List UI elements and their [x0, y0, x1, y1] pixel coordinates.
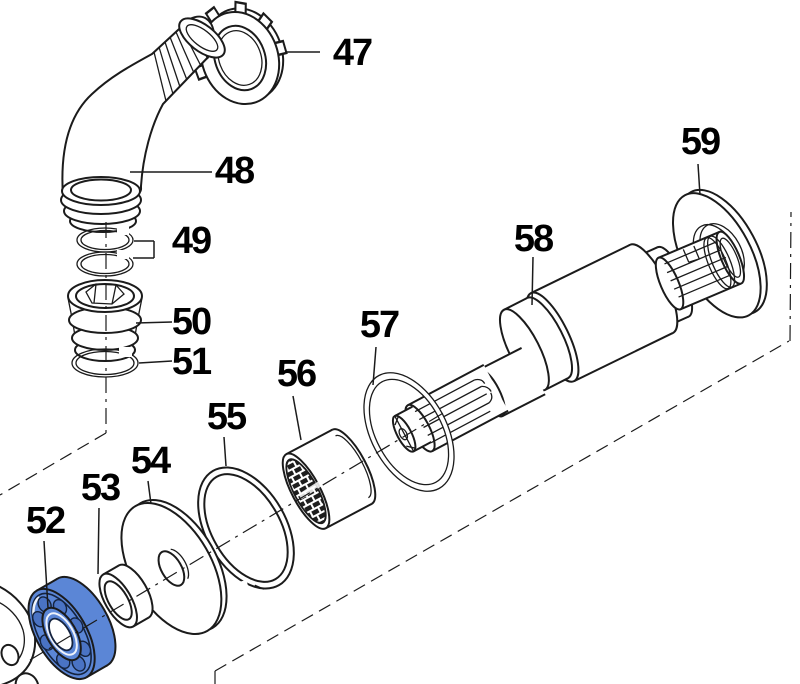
- leader-line-59: [697, 163, 701, 196]
- boundary-right: [789, 211, 792, 342]
- part-label-48[interactable]: 48: [215, 150, 256, 192]
- part-label-58[interactable]: 58: [514, 218, 555, 260]
- part-label-49[interactable]: 49: [172, 220, 213, 262]
- bushing-hex-socket: [85, 283, 125, 305]
- centerlines: [0, 211, 792, 684]
- leader-line-50: [135, 321, 173, 324]
- leader-line-52: [43, 540, 49, 609]
- elbow-mouth: [60, 176, 142, 233]
- leader-line-54: [147, 480, 152, 505]
- part-label-59[interactable]: 59: [681, 121, 722, 163]
- part-53-spacer-ring[interactable]: [92, 559, 160, 633]
- shaft-centerline: [29, 411, 446, 661]
- nut-bore: [212, 24, 268, 92]
- part-52-ball-bearing[interactable]: [15, 566, 129, 684]
- part-48-elbow[interactable]: [60, 11, 231, 233]
- spacer-bore: [103, 580, 133, 621]
- leader-line-53: [97, 507, 100, 575]
- shaft-pto-spline[interactable]: [650, 228, 749, 312]
- part-label-54[interactable]: 54: [131, 440, 173, 482]
- part-47-ring-nut[interactable]: [177, 0, 299, 118]
- part-label-53[interactable]: 53: [81, 467, 122, 509]
- boundary-left: [0, 432, 107, 496]
- leader-line-58: [531, 256, 534, 306]
- part-label-57[interactable]: 57: [360, 304, 401, 346]
- leader-line-57: [372, 346, 377, 386]
- part-50-bushing[interactable]: [67, 279, 143, 362]
- elbow-threaded-end: [178, 17, 226, 59]
- part-56-needle-bearing[interactable]: [274, 423, 384, 535]
- part-51-snap-ring[interactable]: [71, 347, 139, 378]
- part-58-shaft[interactable]: [389, 238, 700, 456]
- part-label-52[interactable]: 52: [26, 500, 67, 542]
- part-label-56[interactable]: 56: [277, 353, 318, 395]
- part-label-50[interactable]: 50: [172, 301, 213, 343]
- part-label-47[interactable]: 47: [333, 32, 374, 74]
- bearing-bore: [48, 617, 74, 652]
- part-label-55[interactable]: 55: [207, 396, 249, 438]
- part-55-circlip[interactable]: [176, 451, 313, 607]
- crankcase-fragment: [0, 585, 40, 684]
- leader-line-51: [138, 360, 173, 364]
- leader-line-55: [223, 436, 227, 467]
- shaft-tip: [391, 405, 432, 453]
- part-49-seal-rings[interactable]: [76, 226, 134, 277]
- washer-hole: [157, 550, 186, 587]
- boundary-diagonal: [214, 340, 790, 672]
- part-label-51[interactable]: 51: [172, 341, 214, 383]
- leader-line-56: [292, 395, 302, 441]
